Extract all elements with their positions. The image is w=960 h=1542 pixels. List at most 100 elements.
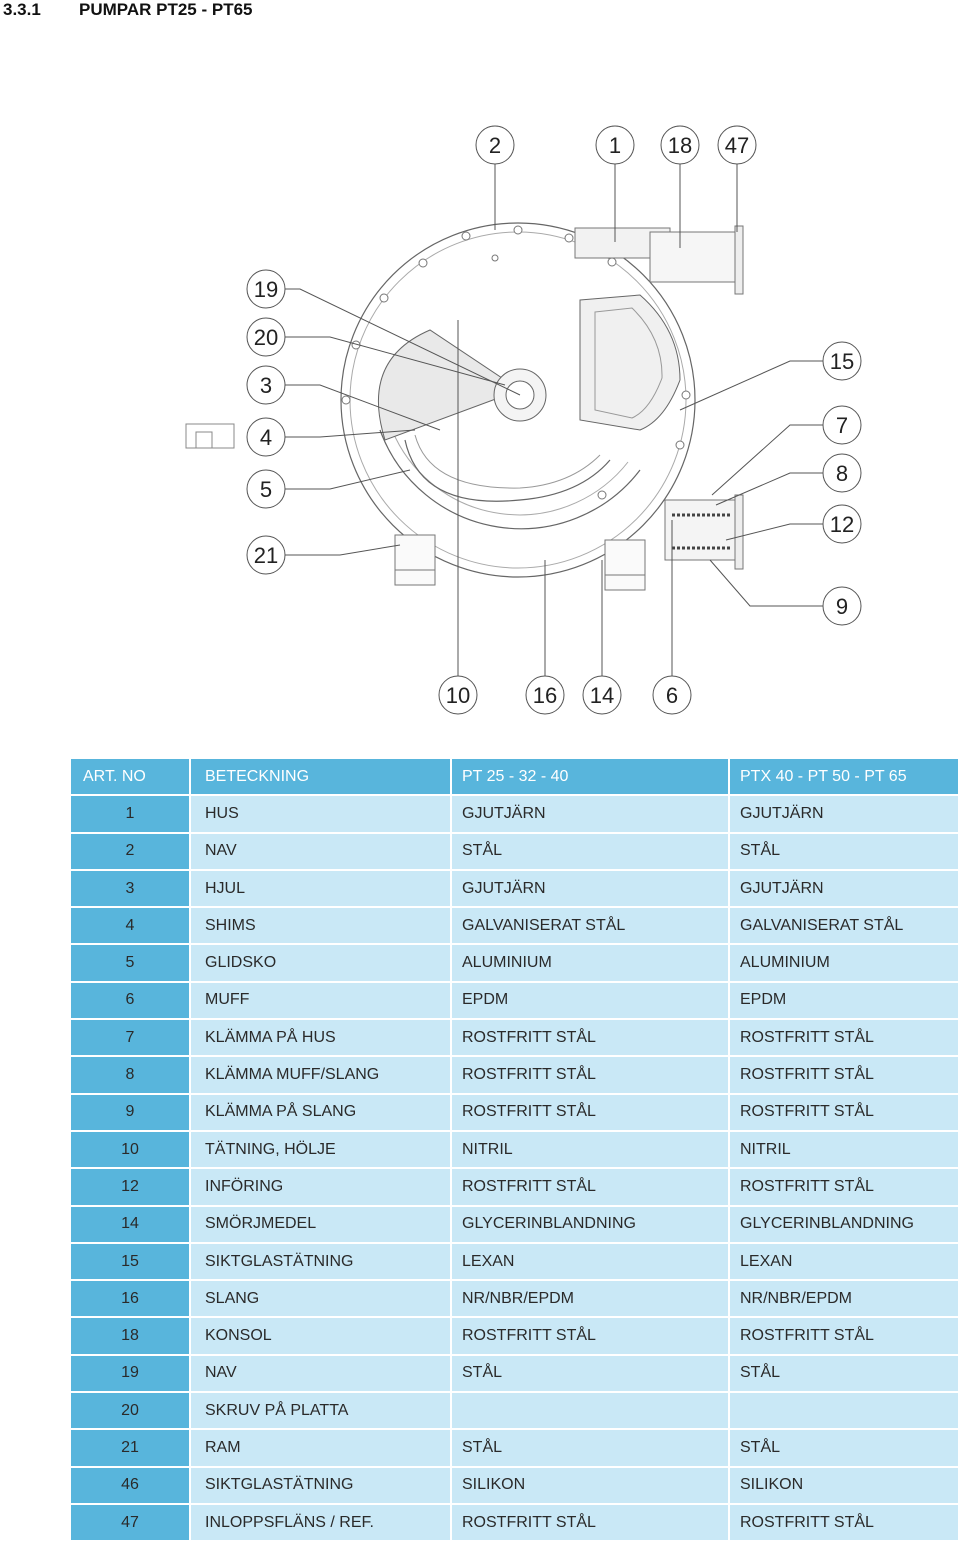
cell-material-a: ROSTFRITT STÅL <box>450 1018 730 1058</box>
cell-material-a: EPDM <box>450 980 730 1021</box>
table-row: 20 SKRUV PÅ PLATTA <box>69 1391 960 1431</box>
header-pt-small: PT 25 - 32 - 40 <box>450 756 730 797</box>
leader-lines <box>285 163 823 677</box>
cell-beteckning: INFÖRING <box>189 1167 452 1207</box>
table-row: 8 KLÄMMA MUFF/SLANG ROSTFRITT STÅL ROSTF… <box>69 1055 960 1095</box>
cell-material-b: ROSTFRITT STÅL <box>728 1055 960 1095</box>
cell-material-a: ROSTFRITT STÅL <box>450 1502 730 1542</box>
table-row: 2 NAV STÅL STÅL <box>69 831 960 871</box>
cell-material-b: EPDM <box>728 980 960 1021</box>
callout-label: 15 <box>830 349 854 374</box>
callout-label: 2 <box>489 133 501 158</box>
table-header-row: ART. NO BETECKNING PT 25 - 32 - 40 PTX 4… <box>69 756 960 797</box>
callout-bubble <box>822 586 862 626</box>
callout-bubble <box>582 675 622 715</box>
cell-beteckning: SIKTGLASTÄTNING <box>189 1465 452 1505</box>
callout-label: 1 <box>609 133 621 158</box>
cell-beteckning: SIKTGLASTÄTNING <box>189 1241 452 1282</box>
cell-material-b: ROSTFRITT STÅL <box>728 1167 960 1207</box>
cell-material-a: GALVANISERAT STÅL <box>450 906 730 946</box>
cell-material-a: ROSTFRITT STÅL <box>450 1316 730 1356</box>
header-art-no: ART. NO <box>69 756 191 797</box>
cell-material-a: GJUTJÄRN <box>450 868 730 909</box>
callout-label: 47 <box>725 133 749 158</box>
cell-art-no: 5 <box>69 943 191 983</box>
cell-material-b: STÅL <box>728 831 960 871</box>
cell-material-a: NITRIL <box>450 1129 730 1170</box>
cell-material-b <box>728 1391 960 1431</box>
callout-bubble <box>660 125 700 165</box>
cell-art-no: 2 <box>69 831 191 871</box>
callout-bubble <box>717 125 757 165</box>
callout-label: 4 <box>260 425 272 450</box>
callout-bubble <box>246 535 286 575</box>
cell-material-b: ROSTFRITT STÅL <box>728 1502 960 1542</box>
cell-art-no: 10 <box>69 1129 191 1170</box>
cell-material-a: SILIKON <box>450 1465 730 1505</box>
callout-bubble <box>475 125 515 165</box>
callout-label: 12 <box>830 512 854 537</box>
cell-beteckning: KONSOL <box>189 1316 452 1356</box>
cell-material-a: GLYCERINBLANDNING <box>450 1204 730 1244</box>
cell-art-no: 3 <box>69 868 191 909</box>
table-row: 6 MUFF EPDM EPDM <box>69 980 960 1021</box>
cell-beteckning: SLANG <box>189 1279 452 1319</box>
table-row: 5 GLIDSKO ALUMINIUM ALUMINIUM <box>69 943 960 983</box>
cell-beteckning: SMÖRJMEDEL <box>189 1204 452 1244</box>
cell-beteckning: KLÄMMA MUFF/SLANG <box>189 1055 452 1095</box>
cell-material-a: ALUMINIUM <box>450 943 730 983</box>
callout-bubble <box>246 469 286 509</box>
cell-material-b: NITRIL <box>728 1129 960 1170</box>
callout-label: 16 <box>533 683 557 708</box>
cell-material-b: GALVANISERAT STÅL <box>728 906 960 946</box>
cell-material-b: STÅL <box>728 1353 960 1394</box>
callout-bubble <box>246 417 286 457</box>
table-row: 4 SHIMS GALVANISERAT STÅL GALVANISERAT S… <box>69 906 960 946</box>
callout-bubble <box>246 365 286 405</box>
cell-art-no: 12 <box>69 1167 191 1207</box>
cell-art-no: 8 <box>69 1055 191 1095</box>
parts-table: ART. NO BETECKNING PT 25 - 32 - 40 PTX 4… <box>69 756 960 1542</box>
cell-art-no: 4 <box>69 906 191 946</box>
cell-art-no: 47 <box>69 1502 191 1542</box>
callout-bubble <box>246 317 286 357</box>
cell-material-a: GJUTJÄRN <box>450 794 730 834</box>
cell-material-b: GLYCERINBLANDNING <box>728 1204 960 1244</box>
callout-label: 10 <box>446 683 470 708</box>
callout-label: 9 <box>836 594 848 619</box>
cell-beteckning: INLOPPSFLÄNS / REF. <box>189 1502 452 1542</box>
section-title: PUMPAR PT25 - PT65 <box>79 0 253 19</box>
table-row: 16 SLANG NR/NBR/EPDM NR/NBR/EPDM <box>69 1279 960 1319</box>
table-row: 15 SIKTGLASTÄTNING LEXAN LEXAN <box>69 1241 960 1282</box>
cell-beteckning: KLÄMMA PÅ HUS <box>189 1018 452 1058</box>
table-row: 47 INLOPPSFLÄNS / REF. ROSTFRITT STÅL RO… <box>69 1502 960 1542</box>
callout-label: 7 <box>836 413 848 438</box>
cell-material-b: ALUMINIUM <box>728 943 960 983</box>
cell-material-b: ROSTFRITT STÅL <box>728 1092 960 1132</box>
cell-art-no: 1 <box>69 794 191 834</box>
cell-material-b: SILIKON <box>728 1465 960 1505</box>
cell-art-no: 16 <box>69 1279 191 1319</box>
cell-beteckning: GLIDSKO <box>189 943 452 983</box>
cell-beteckning: KLÄMMA PÅ SLANG <box>189 1092 452 1132</box>
callout-label: 3 <box>260 373 272 398</box>
table-row: 46 SIKTGLASTÄTNING SILIKON SILIKON <box>69 1465 960 1505</box>
cell-art-no: 7 <box>69 1018 191 1058</box>
cell-material-b: GJUTJÄRN <box>728 794 960 834</box>
cell-material-a: ROSTFRITT STÅL <box>450 1092 730 1132</box>
header-beteckning: BETECKNING <box>189 756 452 797</box>
cell-material-a: LEXAN <box>450 1241 730 1282</box>
cell-material-a: STÅL <box>450 1428 730 1468</box>
callout-bubble <box>438 675 478 715</box>
header-pt-large: PTX 40 - PT 50 - PT 65 <box>728 756 960 797</box>
cell-art-no: 15 <box>69 1241 191 1282</box>
cell-beteckning: HJUL <box>189 868 452 909</box>
table-row: 21 RAM STÅL STÅL <box>69 1428 960 1468</box>
cell-material-b: ROSTFRITT STÅL <box>728 1316 960 1356</box>
cell-beteckning: TÄTNING, HÖLJE <box>189 1129 452 1170</box>
cell-material-a: STÅL <box>450 1353 730 1394</box>
cell-material-a: STÅL <box>450 831 730 871</box>
cell-material-b: LEXAN <box>728 1241 960 1282</box>
cell-art-no: 9 <box>69 1092 191 1132</box>
cell-beteckning: SHIMS <box>189 906 452 946</box>
